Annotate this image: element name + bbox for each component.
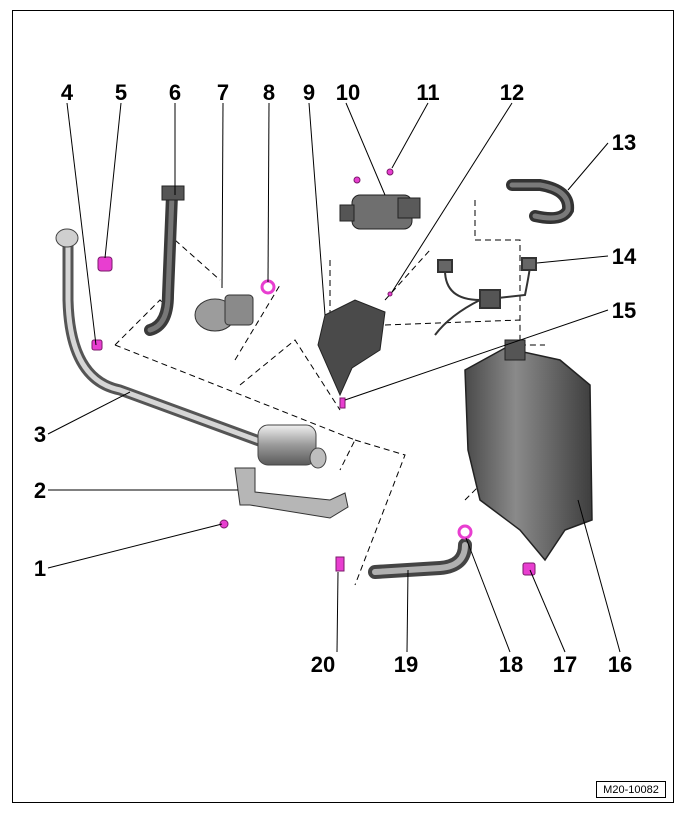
fuel-pipe-part-3 — [55, 228, 327, 469]
callout-5: 5 — [115, 80, 127, 105]
callout-3: 3 — [34, 422, 46, 447]
diagram-frame — [12, 10, 674, 803]
callout-10: 10 — [336, 80, 360, 105]
fitting-part-12 — [387, 291, 393, 297]
callout-8: 8 — [263, 80, 275, 105]
callout-1: 1 — [34, 556, 46, 581]
vent-hose-part-6 — [144, 185, 185, 336]
figure-reference-code: M20-10082 — [596, 781, 666, 798]
callout-7: 7 — [217, 80, 229, 105]
valve-part-7 — [194, 294, 254, 332]
clip-part-4 — [91, 339, 103, 351]
solenoid-valve-part-10 — [339, 194, 421, 230]
hose-part-19 — [368, 538, 472, 579]
leader-lines — [47, 102, 621, 653]
callout-6: 6 — [169, 80, 181, 105]
callout-9: 9 — [303, 80, 315, 105]
callout-19: 19 — [394, 652, 418, 677]
callout-2: 2 — [34, 478, 46, 503]
callout-12: 12 — [500, 80, 524, 105]
nut-part-10 — [353, 176, 361, 184]
bolt-part-17 — [522, 562, 536, 576]
callout-17: 17 — [553, 652, 577, 677]
nut-part-11 — [386, 168, 394, 176]
clamp-part-8 — [260, 279, 276, 295]
callout-14: 14 — [612, 244, 637, 269]
callout-13: 13 — [612, 130, 636, 155]
mounting-bracket-part-9 — [317, 299, 386, 397]
bracket-part-2 — [234, 467, 349, 519]
wiring-harness-part-14 — [434, 257, 537, 336]
callout-4: 4 — [61, 80, 74, 105]
callout-18: 18 — [499, 652, 523, 677]
bolt-part-15 — [339, 397, 346, 409]
callout-11: 11 — [416, 80, 439, 105]
hose-part-13 — [506, 179, 575, 224]
callout-15: 15 — [612, 298, 636, 323]
bolt-part-20 — [335, 556, 345, 572]
callout-16: 16 — [608, 652, 632, 677]
clip-part-5 — [97, 256, 113, 272]
activated-charcoal-canister-part-16 — [464, 339, 593, 562]
clamp-part-18 — [457, 524, 473, 540]
callout-20: 20 — [311, 652, 335, 677]
callout-labels: 4 5 6 7 8 9 10 11 12 13 14 15 3 2 1 20 1… — [34, 80, 637, 677]
